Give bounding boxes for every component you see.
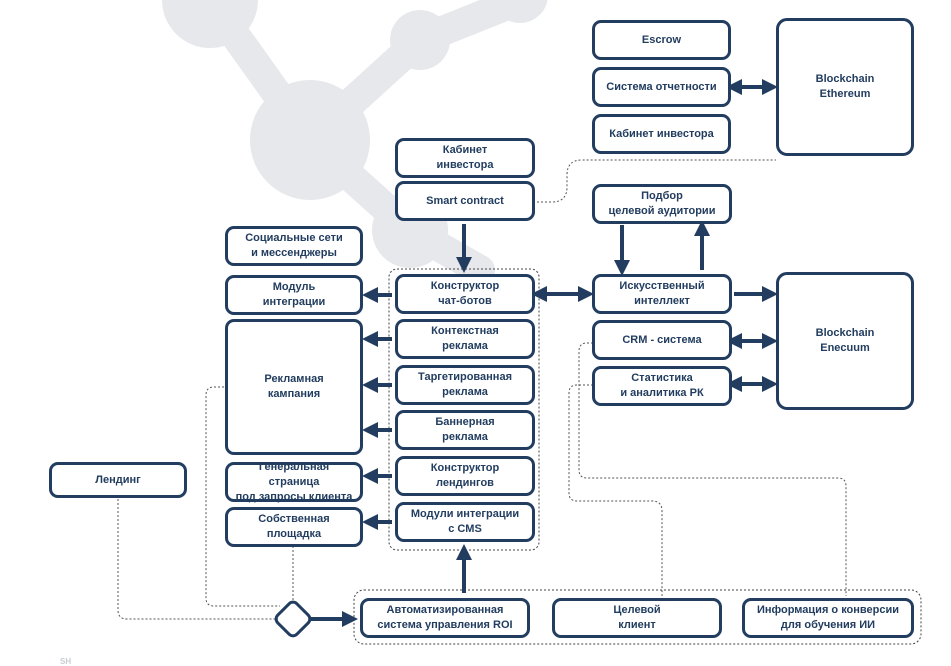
smart-contract-box: Smart contract bbox=[395, 181, 535, 221]
footer-mark: SH bbox=[60, 657, 72, 666]
conversion-info-box: Информация о конверсии для обучения ИИ bbox=[742, 598, 914, 638]
investor-cabinet-left-box: Кабинет инвестора bbox=[395, 138, 535, 178]
ai-box: Искусственный интеллект bbox=[592, 274, 732, 314]
chatbot-builder-box: Конструктор чат-ботов bbox=[395, 274, 535, 314]
integration-module-box: Модуль интеграции bbox=[225, 275, 363, 315]
stats-analytics-box: Статистика и аналитика РК bbox=[592, 366, 732, 406]
landing-box: Лендинг bbox=[49, 462, 187, 498]
blockchain-ethereum-box: Blockchain Ethereum bbox=[776, 18, 914, 156]
context-ads-box: Контекстная реклама bbox=[395, 319, 535, 359]
reporting-system-box: Система отчетности bbox=[592, 67, 731, 107]
general-page-box: Генеральная страница под запросы клиента bbox=[225, 461, 363, 503]
targeted-ads-box: Таргетированная реклама bbox=[395, 365, 535, 405]
ad-campaign-box: Рекламная кампания bbox=[225, 319, 363, 455]
target-audience-box: Подбор целевой аудитории bbox=[592, 184, 732, 224]
own-platform-box: Собственная площадка bbox=[225, 507, 363, 547]
target-client-box: Целевой клиент bbox=[552, 598, 722, 638]
social-networks-box: Социальные сети и мессенджеры bbox=[225, 226, 363, 266]
blockchain-enecuum-box: Blockchain Enecuum bbox=[776, 272, 914, 410]
banner-ads-box: Баннерная реклама bbox=[395, 410, 535, 450]
investor-cabinet-top-box: Кабинет инвестора bbox=[592, 114, 731, 154]
crm-box: CRM - система bbox=[592, 320, 732, 360]
escrow-box: Escrow bbox=[592, 20, 731, 60]
cms-modules-box: Модули интеграции с CMS bbox=[395, 502, 535, 542]
roi-system-box: Автоматизированная система управления RO… bbox=[360, 598, 530, 638]
landing-builder-box: Конструктор лендингов bbox=[395, 456, 535, 496]
